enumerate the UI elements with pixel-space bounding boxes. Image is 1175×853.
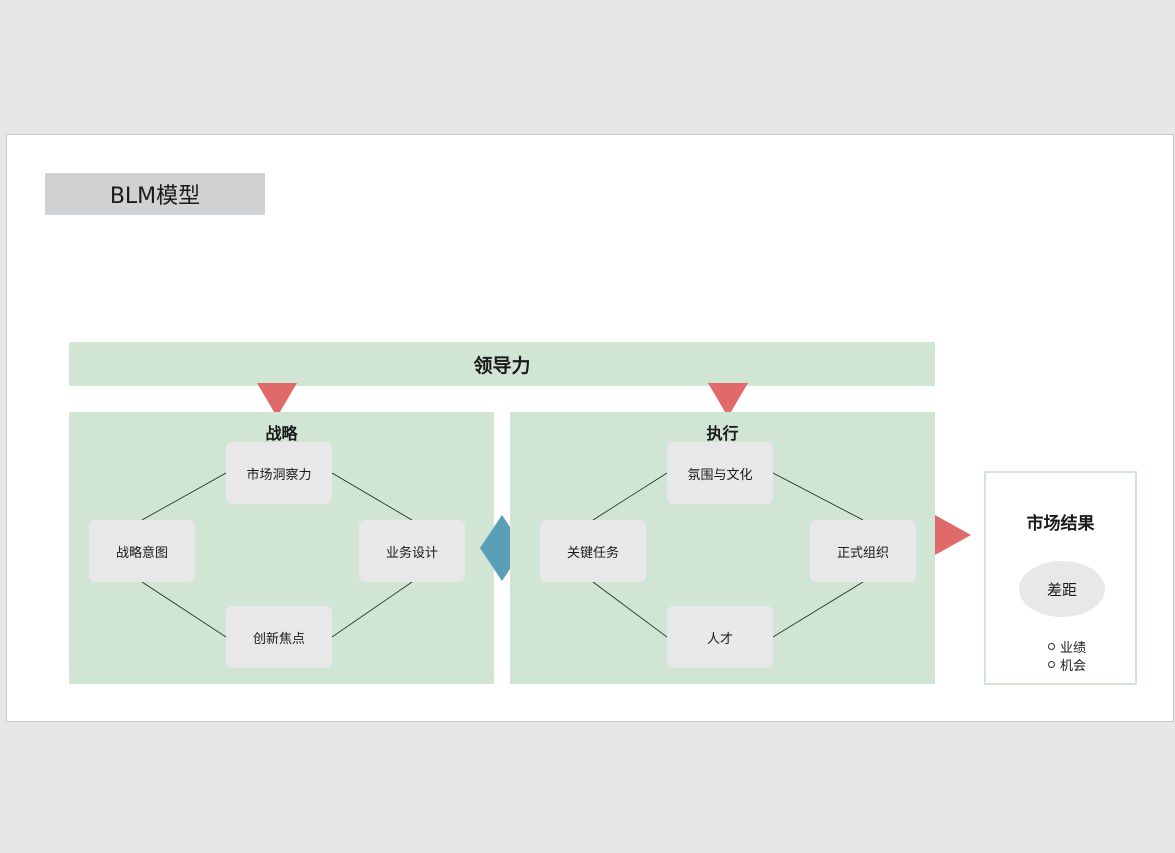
- bullet-opportunity: 机会: [1060, 658, 1087, 674]
- node-strategic-intent: 战略意图: [89, 520, 195, 582]
- market-result-title: 市场结果: [1026, 514, 1095, 534]
- node-business-design: 业务设计: [359, 520, 465, 582]
- slide-title: BLM模型: [45, 173, 265, 215]
- node-climate-culture: 氛围与文化: [667, 442, 773, 504]
- node-key-tasks: 关键任务: [540, 520, 646, 582]
- strategy-connectors: [141, 472, 413, 638]
- node-market-insight: 市场洞察力: [226, 442, 332, 504]
- node-formal-organization: 正式组织: [810, 520, 916, 582]
- node-innovation-focus: 创新焦点: [226, 606, 332, 668]
- execution-panel: 执行 氛围与文化 关键任务 正式组织 人才: [510, 412, 935, 684]
- gap-label: 差距: [1046, 580, 1077, 599]
- market-result-box: 市场结果 差距 业绩 机会: [984, 471, 1137, 685]
- circle-bullet-icon: [1048, 660, 1055, 668]
- bullet-performance: 业绩: [1060, 640, 1087, 656]
- strategy-title: 战略: [265, 424, 298, 443]
- strategy-panel: 战略 市场洞察力 战略意图 业务设计 创新焦点: [69, 412, 494, 684]
- arrow-down-strategy-icon: [257, 383, 297, 417]
- gap-ellipse: 差距: [1019, 561, 1105, 617]
- result-bullets: 业绩 机会: [1048, 637, 1087, 674]
- node-talent: 人才: [667, 606, 773, 668]
- slide: BLM模型 领导力 战略 市场洞察力 战略意图 业务设计 创新焦点 执行 氛围与…: [6, 134, 1174, 722]
- list-item: 机会: [1048, 655, 1087, 674]
- execution-connectors: [592, 472, 864, 638]
- arrow-right-icon: [935, 515, 971, 555]
- leadership-label: 领导力: [473, 354, 531, 377]
- execution-title: 执行: [706, 424, 739, 443]
- leadership-bar: 领导力: [69, 342, 935, 386]
- arrow-down-execution-icon: [708, 383, 748, 417]
- circle-bullet-icon: [1048, 642, 1055, 650]
- list-item: 业绩: [1048, 637, 1087, 656]
